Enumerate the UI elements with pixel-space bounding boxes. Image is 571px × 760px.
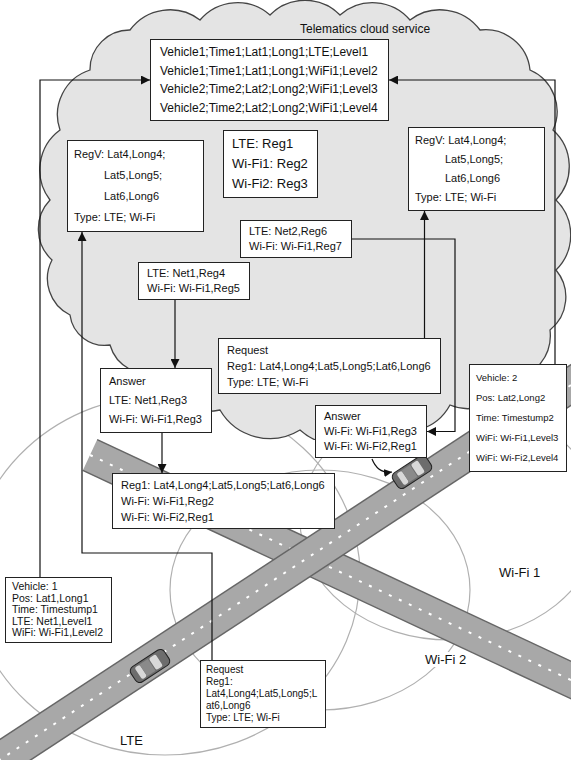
- car-window: [411, 460, 425, 476]
- car-body: [390, 454, 433, 491]
- coverage-label: LTE: [118, 733, 145, 748]
- box-text: Vehicle: 2: [476, 368, 517, 388]
- cloud-outline: [38, 0, 570, 440]
- road-edge: [83, 470, 571, 733]
- data-box: LTE: Net1,Reg4Wi-Fi: Wi-Fi1,Reg5: [138, 262, 250, 300]
- box-text: Wi-Fi1: Reg2: [232, 154, 308, 174]
- data-box: AnswerLTE: Net1,Reg3Wi-Fi: Wi-Fi1,Reg3: [100, 368, 212, 433]
- box-text: Pos: Lat2,Long2: [476, 388, 545, 408]
- box-text: Wi-Fi: Wi-Fi1,Reg3: [324, 424, 417, 439]
- box-text: Wi-Fi: Wi-Fi2,Reg1: [324, 439, 417, 454]
- box-text: Wi-Fi: Wi-Fi1,Reg2: [121, 493, 214, 509]
- box-text: Type: LTE; Wi-Fi: [74, 207, 155, 228]
- box-text: Time: Timestump1: [12, 604, 98, 616]
- box-text: Wi-Fi: Wi-Fi1,Reg7: [249, 239, 342, 254]
- box-text: Wi-Fi2: Reg3: [232, 174, 308, 194]
- car-window: [149, 654, 163, 670]
- box-text: Reg1: Lat4,Long4;Lat5,Long5;Lat6,Long6: [206, 676, 319, 712]
- coverage-label-holder: LTE: [118, 733, 145, 748]
- box-text: Wi-Fi: Wi-Fi2,Reg1: [121, 509, 214, 525]
- data-box: RequestReg1: Lat4,Long4;Lat5,Long5;Lat6,…: [218, 338, 441, 394]
- coverage-label: Wi-Fi 2: [423, 652, 468, 667]
- coverage-label-holder: Wi-Fi 2: [423, 652, 468, 667]
- road-surface: [83, 440, 571, 734]
- box-text: LTE: Net1,Reg3: [109, 391, 187, 410]
- box-text: Vehicle1;Time1;Lat1;Long1;WiFi1;Level2: [160, 62, 378, 81]
- box-text: Vehicle: 1: [12, 581, 58, 593]
- box-text: WiFi: Wi-Fi2,Level4: [476, 448, 558, 468]
- box-text: LTE: Net1,Level1: [12, 616, 92, 628]
- box-text: WiFi: Wi-Fi1,Level2: [12, 627, 103, 639]
- cloud-title: Telematics cloud service: [300, 23, 430, 36]
- box-text: Type: LTE; Wi-Fi: [206, 712, 280, 724]
- box-text: Type: LTE; Wi-Fi: [415, 188, 496, 207]
- box-text: Pos: Lat1,Long1: [12, 593, 88, 605]
- data-box: RegV: Lat4,Long4; Lat5,Long5; Lat6,Long6…: [408, 127, 545, 211]
- answer-to-car-line: [372, 459, 392, 472]
- coverage-label-holder: Wi-Fi 1: [497, 565, 542, 580]
- box-text: Answer: [109, 372, 146, 391]
- data-box: RegV: Lat4,Long4; Lat5,Long5; Lat6,Long6…: [67, 140, 204, 232]
- road: [83, 440, 571, 734]
- box-text: Time: Timestump2: [476, 408, 554, 428]
- box-text: Request: [227, 342, 268, 358]
- road-edge: [97, 440, 571, 703]
- car-icon: [390, 454, 433, 491]
- box-text: Wi-Fi: Wi-Fi1,Reg3: [109, 410, 202, 429]
- box-text: RegV: Lat4,Long4; Lat5,Long5; Lat6,Long6: [74, 144, 196, 207]
- data-box: LTE: Net2,Reg6Wi-Fi: Wi-Fi1,Reg7: [240, 220, 352, 258]
- box-text: Reg1: Lat4,Long4;Lat5,Long5;Lat6,Long6: [121, 477, 325, 493]
- box-text: RegV: Lat4,Long4; Lat5,Long5; Lat6,Long6: [415, 131, 537, 188]
- box-text: Vehicle2;Time2;Lat2;Long2;WiFi1;Level3: [160, 80, 378, 99]
- box-text: Wi-Fi: Wi-Fi1,Reg5: [147, 281, 240, 296]
- data-box: Reg1: Lat4,Long4;Lat5,Long5;Lat6,Long6Wi…: [112, 473, 335, 529]
- box-text: Type: LTE; Wi-Fi: [227, 374, 308, 390]
- data-box: Vehicle: 2Pos: Lat2,Long2Time: Timestump…: [469, 364, 567, 472]
- box-text: LTE: Net2,Reg6: [249, 224, 327, 239]
- box-text: WiFi: Wi-Fi1,Level3: [476, 428, 558, 448]
- data-box: LTE: Reg1Wi-Fi1: Reg2Wi-Fi2: Reg3: [223, 130, 318, 198]
- box-text: Vehicle1;Time1;Lat1;Long1;LTE;Level1: [160, 43, 368, 62]
- data-box: Vehicle: 1Pos: Lat1,Long1Time: Timestump…: [5, 577, 112, 643]
- box-text: Vehicle2;Time2;Lat2;Long2;WiFi1;Level4: [160, 99, 378, 118]
- data-box: RequestReg1: Lat4,Long4;Lat5,Long5;Lat6,…: [200, 660, 326, 728]
- box-text: Reg1: Lat4,Long4;Lat5,Long5;Lat6,Long6: [227, 358, 431, 374]
- car-body: [128, 648, 171, 685]
- data-box: Vehicle1;Time1;Lat1;Long1;LTE;Level1Vehi…: [150, 39, 389, 121]
- box-text: Answer: [324, 409, 361, 424]
- flow-arrow: [161, 433, 162, 473]
- box-text: Request: [206, 664, 243, 676]
- box-text: LTE: Net1,Reg4: [147, 266, 225, 281]
- data-box: AnswerWi-Fi: Wi-Fi1,Reg3Wi-Fi: Wi-Fi2,Re…: [315, 405, 427, 458]
- road-centre-line: [90, 455, 571, 718]
- coverage-label: Wi-Fi 1: [497, 565, 542, 580]
- box-text: LTE: Reg1: [232, 134, 293, 154]
- car-icon: [128, 648, 171, 685]
